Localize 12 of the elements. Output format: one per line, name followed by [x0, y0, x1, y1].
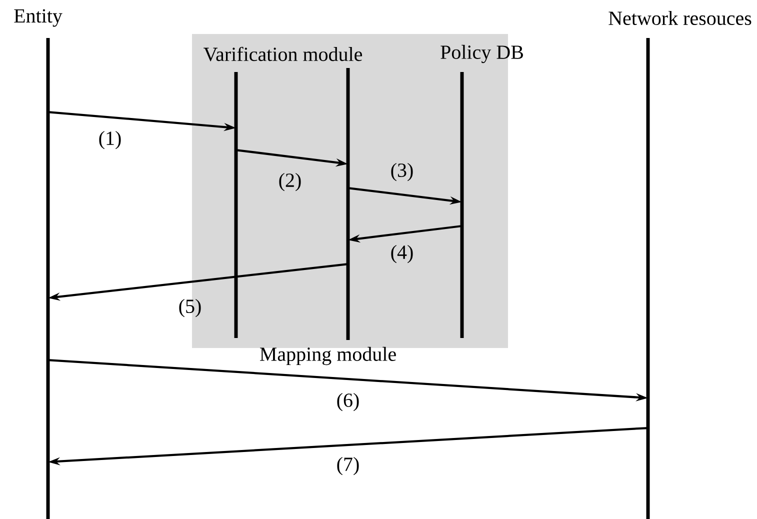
participant-label: Policy DB — [440, 44, 523, 64]
edge-label: (3) — [391, 162, 413, 182]
edge-label: (2) — [279, 172, 301, 192]
edge-label: (6) — [337, 392, 359, 412]
participant-label: Network resouces — [608, 10, 752, 26]
edge-label: (5) — [179, 298, 201, 318]
edge-label: (7) — [337, 456, 359, 476]
participant-label: Entity — [14, 9, 62, 27]
edge-label: (1) — [99, 130, 121, 150]
participant-label: Varification module — [204, 46, 362, 62]
edge-label: (4) — [391, 244, 413, 264]
participant-label: Mapping module — [260, 346, 396, 366]
